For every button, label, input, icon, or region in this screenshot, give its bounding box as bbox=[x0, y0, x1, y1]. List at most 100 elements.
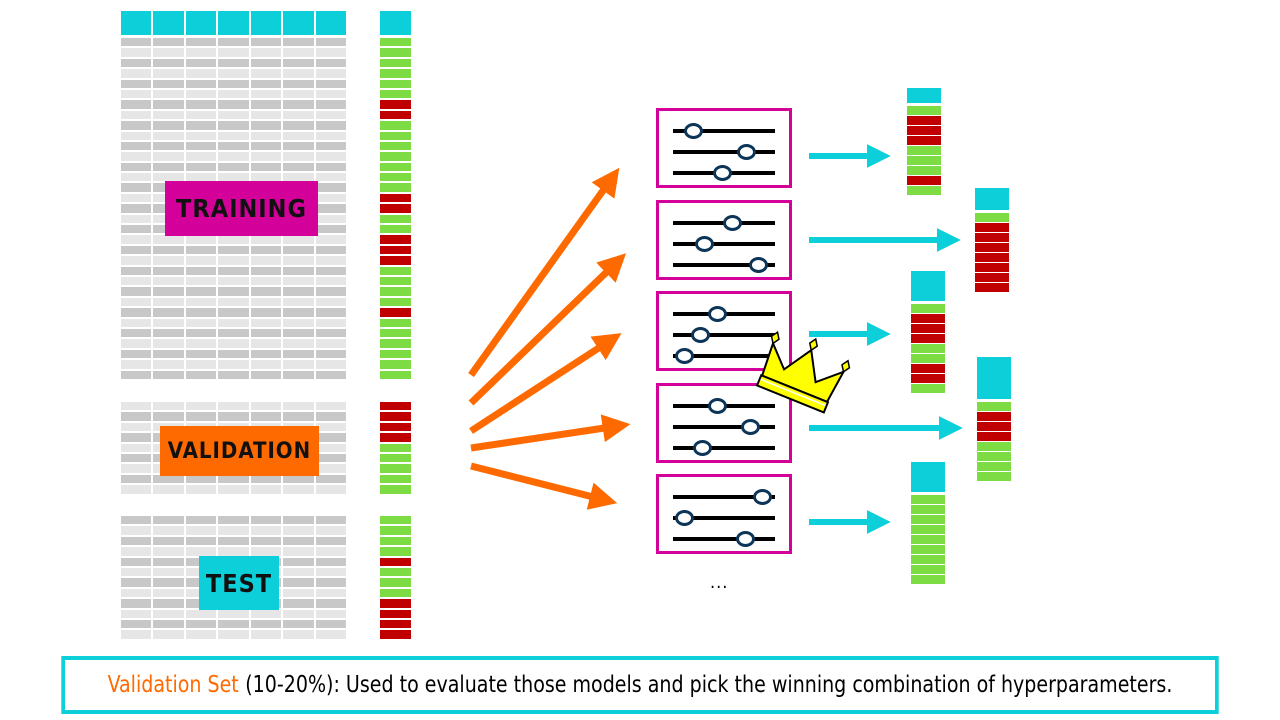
table-cell bbox=[250, 266, 282, 275]
table-cell bbox=[121, 599, 152, 608]
table-cell bbox=[315, 141, 346, 151]
label-positive bbox=[380, 58, 411, 68]
prediction-correct bbox=[907, 106, 941, 115]
prediction-wrong bbox=[907, 136, 941, 145]
orange-arrow-3 bbox=[469, 333, 622, 434]
table-cell bbox=[315, 578, 346, 587]
table-cell bbox=[283, 110, 314, 120]
table-cell bbox=[218, 308, 249, 317]
model-card bbox=[656, 200, 792, 280]
table-cell bbox=[185, 141, 217, 151]
table-cell bbox=[283, 308, 314, 317]
table-cell bbox=[315, 328, 346, 338]
table-cell bbox=[283, 412, 314, 421]
model-result bbox=[977, 357, 1011, 481]
hyperparameter-slider bbox=[673, 214, 775, 231]
result-header bbox=[911, 462, 945, 492]
table-cell bbox=[283, 173, 314, 182]
table-cell bbox=[218, 69, 249, 78]
label-negative bbox=[380, 110, 411, 120]
test-label: TEST bbox=[205, 568, 273, 598]
prediction-correct bbox=[907, 166, 941, 175]
table-cell bbox=[218, 131, 249, 140]
table-cell bbox=[218, 547, 249, 556]
table-cell bbox=[153, 630, 184, 639]
table-cell bbox=[153, 100, 184, 109]
prediction-wrong bbox=[975, 253, 1009, 262]
table-cell bbox=[315, 464, 346, 473]
table-cell bbox=[283, 609, 314, 618]
result-header bbox=[977, 357, 1011, 399]
table-cell bbox=[315, 110, 346, 120]
table-cell bbox=[121, 121, 152, 130]
table-cell bbox=[121, 547, 152, 556]
table-cell bbox=[185, 474, 217, 484]
table-cell bbox=[121, 225, 152, 234]
table-cell bbox=[153, 370, 184, 379]
model-card bbox=[656, 474, 792, 554]
table-cell bbox=[153, 474, 184, 484]
label-positive bbox=[380, 214, 411, 224]
table-cell bbox=[153, 173, 184, 182]
table-cell bbox=[218, 48, 249, 57]
table-cell bbox=[218, 276, 249, 286]
table-cell bbox=[283, 141, 314, 151]
table-cell bbox=[315, 422, 346, 432]
table-cell bbox=[185, 131, 217, 140]
prediction-correct bbox=[975, 213, 1009, 222]
slider-knob bbox=[707, 305, 727, 322]
table-cell bbox=[283, 58, 314, 68]
table-cell bbox=[250, 349, 282, 359]
table-cell bbox=[153, 599, 184, 608]
table-cell bbox=[121, 370, 152, 379]
table-cell bbox=[283, 485, 314, 494]
table-cell bbox=[315, 630, 346, 639]
label-positive bbox=[380, 349, 411, 359]
table-cell bbox=[153, 131, 184, 140]
label-positive bbox=[380, 152, 411, 161]
label-positive bbox=[380, 318, 411, 327]
table-cell bbox=[121, 516, 152, 525]
prediction-correct bbox=[907, 186, 941, 195]
hyperparameter-slider bbox=[673, 418, 775, 435]
prediction-wrong bbox=[975, 223, 1009, 232]
table-cell bbox=[283, 152, 314, 161]
table-cell bbox=[185, 516, 217, 525]
table-cell bbox=[185, 173, 217, 182]
table-cell bbox=[315, 69, 346, 78]
table-cell bbox=[185, 235, 217, 244]
slider-knob bbox=[712, 164, 732, 181]
table-cell bbox=[121, 360, 152, 369]
table-cell bbox=[250, 609, 282, 618]
hyperparameter-slider bbox=[673, 326, 775, 343]
table-cell bbox=[315, 162, 346, 172]
table-cell bbox=[315, 276, 346, 286]
prediction-correct bbox=[911, 535, 945, 544]
slider-knob bbox=[752, 488, 772, 505]
table-cell bbox=[315, 131, 346, 140]
table-cell bbox=[153, 287, 184, 296]
table-cell bbox=[153, 567, 184, 577]
table-cell bbox=[185, 38, 217, 47]
table-cell bbox=[283, 328, 314, 338]
table-cell bbox=[250, 474, 282, 484]
table-cell bbox=[121, 183, 152, 192]
label-positive bbox=[380, 287, 411, 296]
label-positive bbox=[380, 339, 411, 348]
table-cell bbox=[185, 58, 217, 68]
table-cell bbox=[121, 141, 152, 151]
model-card-winner bbox=[656, 291, 792, 371]
label-positive bbox=[380, 79, 411, 88]
label-positive bbox=[380, 276, 411, 286]
table-cell bbox=[121, 287, 152, 296]
table-cell bbox=[153, 349, 184, 359]
table-cell bbox=[283, 474, 314, 484]
table-cell bbox=[315, 588, 346, 598]
model-result bbox=[907, 88, 941, 195]
table-cell bbox=[185, 152, 217, 161]
table-cell bbox=[315, 318, 346, 327]
table-cell bbox=[250, 256, 282, 265]
label-positive bbox=[380, 141, 411, 151]
table-cell bbox=[315, 58, 346, 68]
prediction-correct bbox=[911, 525, 945, 534]
